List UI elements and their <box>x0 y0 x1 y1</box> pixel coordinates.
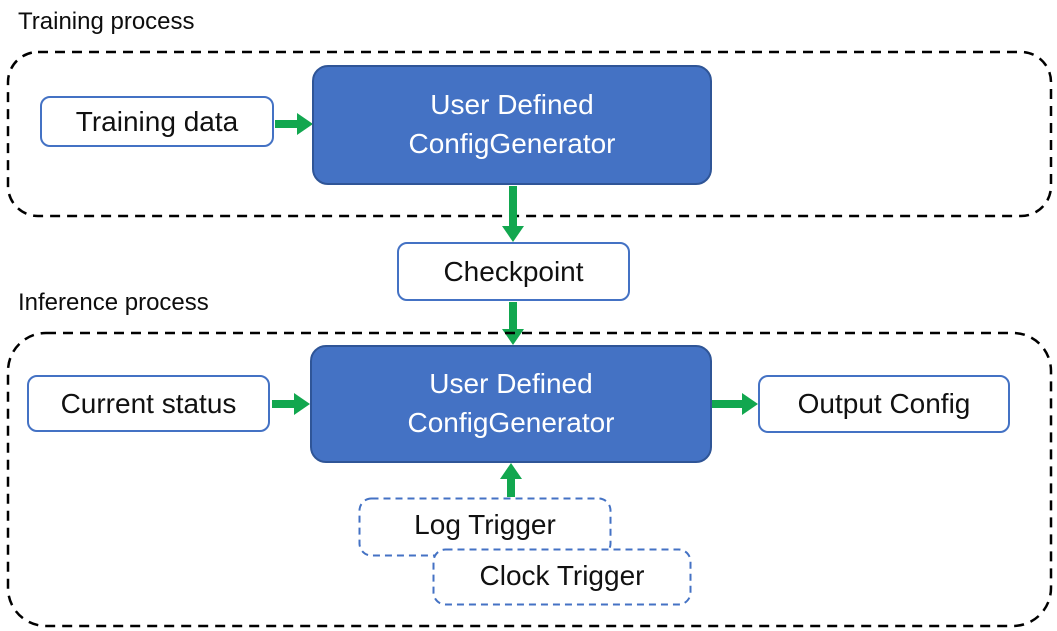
arrow-generator-to-output <box>712 393 758 415</box>
inference-generator-box: User Defined ConfigGenerator <box>310 345 712 463</box>
training-generator-line1: User Defined <box>430 89 594 121</box>
training-generator-line2: ConfigGenerator <box>408 128 616 159</box>
down-arrow-icon <box>502 186 524 242</box>
current-status-box: Current status <box>27 375 270 432</box>
training-process-container <box>6 50 1053 218</box>
arrow-training-data-to-generator <box>275 113 313 135</box>
output-config-label: Output Config <box>797 388 971 419</box>
training-process-container-border <box>6 50 1053 218</box>
training-data-label: Training data <box>75 105 239 137</box>
up-arrow-icon <box>500 463 522 497</box>
output-config-box: Output Config <box>758 375 1010 433</box>
checkpoint-box: Checkpoint <box>397 242 630 301</box>
inference-process-container <box>6 331 1053 628</box>
inference-process-container-border <box>6 331 1053 628</box>
training-process-label: Training process <box>18 8 195 35</box>
arrow-trigger-to-generator <box>500 463 522 497</box>
arrow-generator-to-checkpoint <box>502 186 524 242</box>
inference-generator-line1: User Defined <box>429 368 593 400</box>
clock-trigger-label-wrap: Clock Trigger <box>432 548 692 604</box>
inference-generator-line2: ConfigGenerator <box>407 407 615 438</box>
inference-process-label: Inference process <box>18 289 209 316</box>
right-arrow-icon <box>275 113 313 135</box>
log-trigger-label-wrap: Log Trigger <box>358 497 612 552</box>
current-status-label: Current status <box>60 387 237 419</box>
clock-trigger-box <box>432 548 692 606</box>
training-generator-box: User Defined ConfigGenerator <box>312 65 712 185</box>
right-arrow-icon <box>272 393 310 415</box>
checkpoint-label: Checkpoint <box>443 255 584 287</box>
arrow-current-status-to-generator <box>272 393 310 415</box>
right-arrow-icon <box>712 393 758 415</box>
log-trigger-label: Log Trigger <box>414 508 556 540</box>
clock-trigger-label: Clock Trigger <box>479 560 645 591</box>
clock-trigger-border <box>432 548 692 606</box>
training-data-box: Training data <box>40 96 274 147</box>
